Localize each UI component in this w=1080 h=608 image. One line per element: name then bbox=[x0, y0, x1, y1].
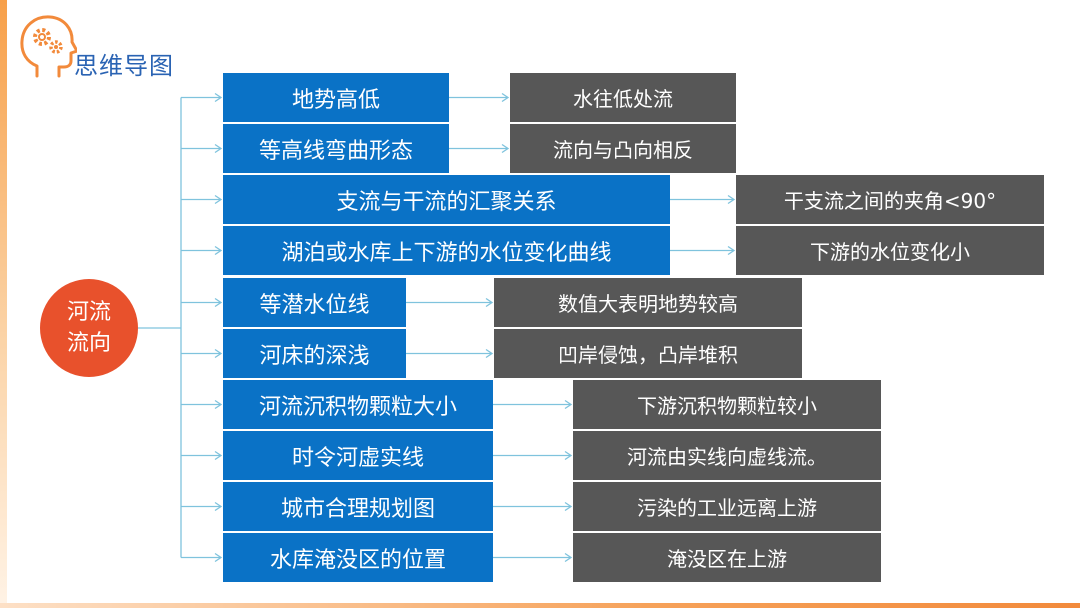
factor-box: 等高线弯曲形态 bbox=[223, 124, 449, 173]
factor-box: 湖泊或水库上下游的水位变化曲线 bbox=[223, 226, 670, 275]
factor-box: 河流沉积物颗粒大小 bbox=[223, 380, 493, 429]
result-box: 凹岸侵蚀，凸岸堆积 bbox=[494, 329, 802, 378]
result-arrow bbox=[564, 399, 573, 410]
branch-arrow bbox=[214, 450, 223, 461]
factor-box: 等潜水位线 bbox=[223, 278, 406, 327]
branch-arrow bbox=[214, 399, 223, 410]
head-gears-icon bbox=[20, 15, 77, 78]
result-box: 河流由实线向虚线流。 bbox=[573, 431, 881, 480]
branch-arrow bbox=[214, 348, 223, 359]
factor-box: 城市合理规划图 bbox=[223, 482, 493, 531]
result-arrow bbox=[564, 450, 573, 461]
branch-arrow bbox=[214, 194, 223, 205]
result-arrow bbox=[485, 348, 494, 359]
result-box: 下游的水位变化小 bbox=[736, 226, 1044, 275]
branch-arrow bbox=[214, 501, 223, 512]
branch-arrow bbox=[214, 143, 223, 154]
result-arrow bbox=[727, 194, 736, 205]
result-arrow bbox=[501, 143, 510, 154]
result-box: 水往低处流 bbox=[510, 73, 736, 122]
branch-arrow bbox=[214, 245, 223, 256]
factor-box: 地势高低 bbox=[223, 73, 449, 122]
page-title: 思维导图 bbox=[74, 52, 174, 80]
result-box: 污染的工业远离上游 bbox=[573, 482, 881, 531]
result-arrow bbox=[564, 501, 573, 512]
branch-arrow bbox=[214, 552, 223, 563]
branch-arrow bbox=[214, 92, 223, 103]
result-box: 流向与凸向相反 bbox=[510, 124, 736, 173]
result-box: 干支流之间的夹角<90° bbox=[736, 175, 1044, 224]
central-topic-node: 河流流向 bbox=[40, 279, 138, 377]
result-arrow bbox=[501, 92, 510, 103]
left-accent-bar bbox=[0, 0, 7, 608]
result-arrow bbox=[564, 552, 573, 563]
branch-arrow bbox=[214, 297, 223, 308]
factor-box: 时令河虚实线 bbox=[223, 431, 493, 480]
factor-box: 水库淹没区的位置 bbox=[223, 533, 493, 582]
result-box: 下游沉积物颗粒较小 bbox=[573, 380, 881, 429]
central-topic-label: 河流流向 bbox=[66, 300, 111, 356]
result-box: 淹没区在上游 bbox=[573, 533, 881, 582]
result-arrow bbox=[727, 245, 736, 256]
factor-box: 河床的深浅 bbox=[223, 329, 406, 378]
bottom-accent-strip bbox=[0, 603, 1080, 608]
result-arrow bbox=[485, 297, 494, 308]
result-box: 数值大表明地势较高 bbox=[494, 278, 802, 327]
factor-box: 支流与干流的汇聚关系 bbox=[223, 175, 670, 224]
